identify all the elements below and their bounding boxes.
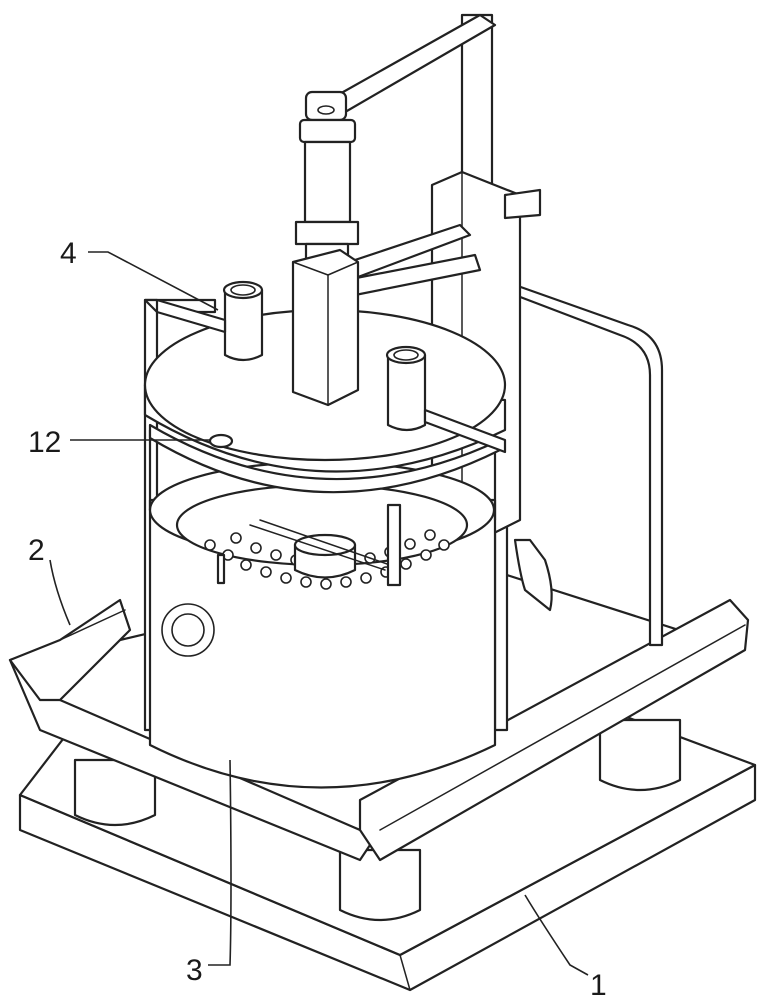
callout-3: 3 — [186, 954, 203, 987]
leader-lines — [49, 251, 589, 976]
callout-1: 1 — [590, 969, 607, 1000]
callout-2: 2 — [28, 534, 45, 567]
callout-4: 4 — [60, 237, 77, 270]
callout-labels: 4 12 2 3 1 — [28, 237, 607, 1000]
lid-nozzles — [155, 280, 507, 454]
vessel-body — [148, 460, 497, 789]
support-feet — [73, 718, 682, 922]
callout-12: 12 — [28, 426, 61, 459]
outlet-pipe — [513, 283, 664, 647]
perforated-basket — [204, 503, 450, 590]
press-ram — [291, 248, 360, 407]
lid-rods — [148, 428, 497, 522]
actuator-cylinder — [294, 90, 360, 266]
